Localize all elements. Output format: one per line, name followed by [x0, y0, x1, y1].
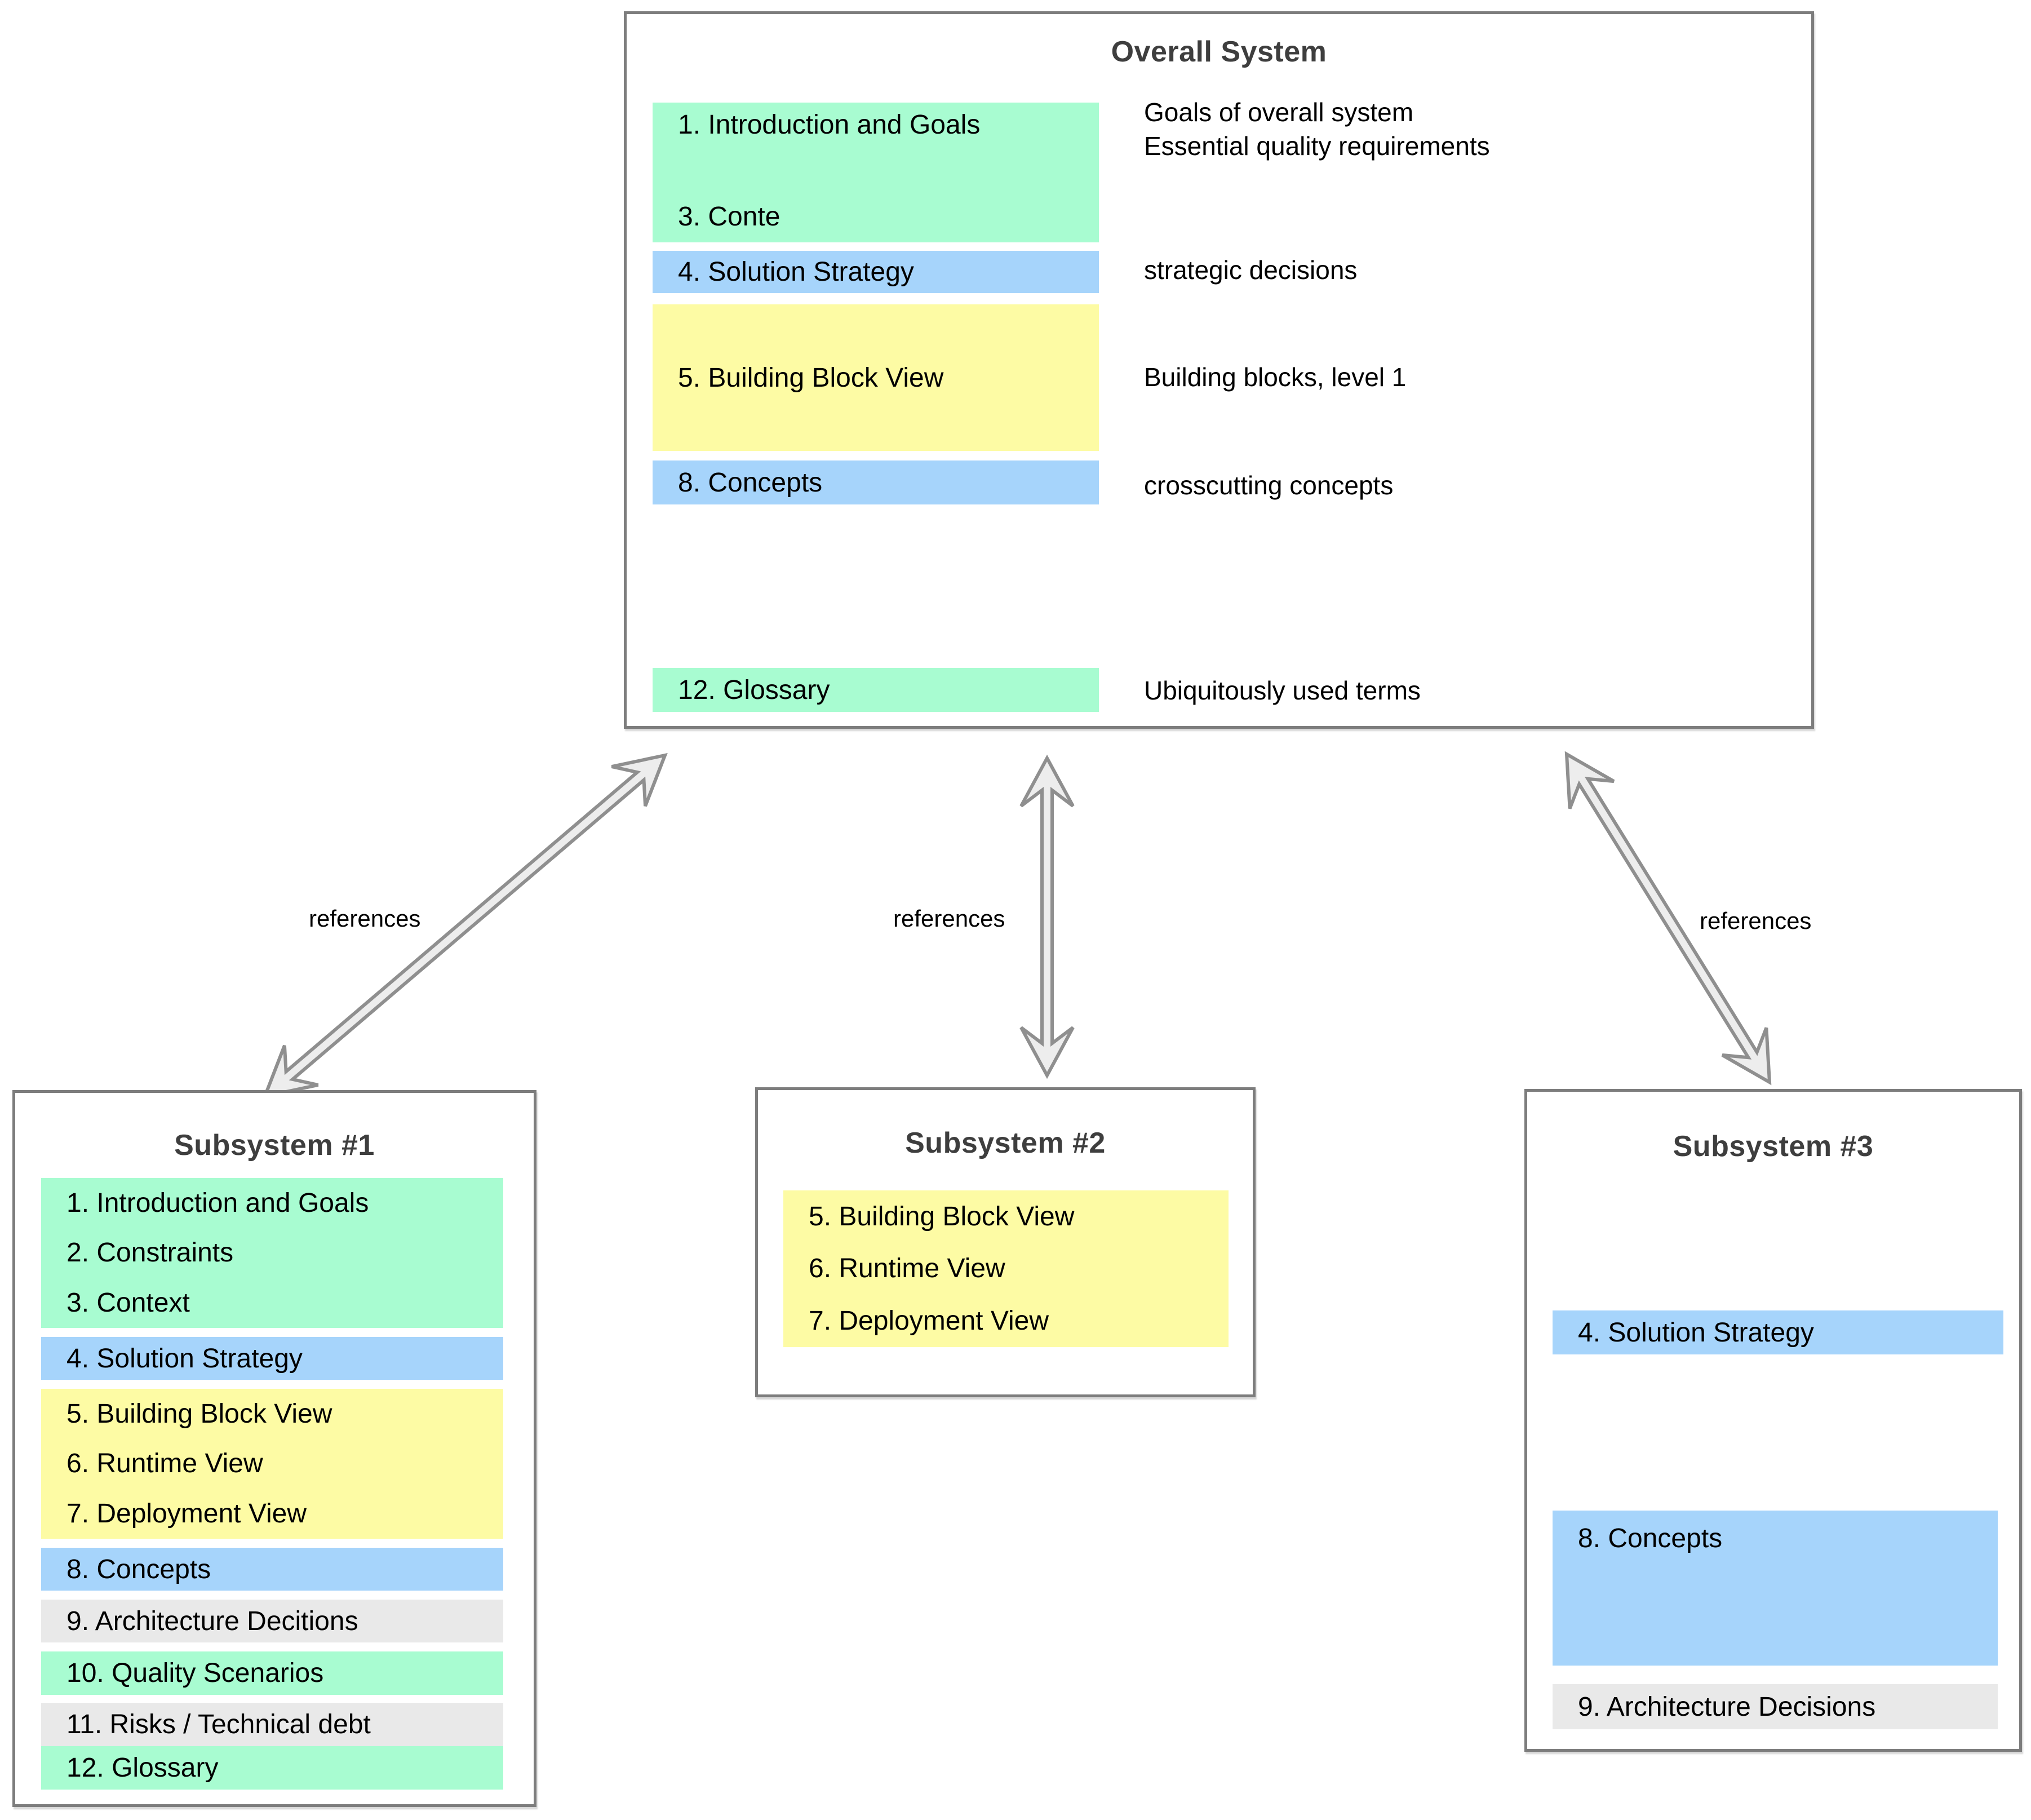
annotation-ubiquitous-terms: Ubiquitously used terms — [1144, 676, 1421, 705]
annotation-goals: Goals of overall system — [1144, 98, 1414, 127]
annotation-crosscutting: crosscutting concepts — [1144, 471, 1394, 500]
section-label: 10. Quality Scenarios — [66, 1658, 324, 1688]
subsystem1-section-solution-strategy: 4. Solution Strategy — [41, 1337, 503, 1380]
section-label: 9. Architecture Decitions — [66, 1606, 358, 1636]
subsystem1-section-quality-scenarios: 10. Quality Scenarios — [41, 1651, 503, 1695]
subsystem1-section-risks: 11. Risks / Technical debt — [41, 1703, 503, 1746]
overall-section-building-block-view: 5. Building Block View — [653, 304, 1099, 451]
section-label: 4. Solution Strategy — [678, 257, 914, 287]
references-label-middle: references — [893, 905, 1005, 932]
section-label: 12. Glossary — [66, 1753, 219, 1783]
section-label: 12. Glossary — [678, 675, 830, 705]
section-label: 11. Risks / Technical debt — [66, 1710, 371, 1739]
references-label-left: references — [309, 905, 421, 932]
overall-section-concepts: 8. Concepts — [653, 460, 1099, 504]
overall-section-glossary: 12. Glossary — [653, 668, 1099, 712]
subsystem3-section-solution-strategy: 4. Solution Strategy — [1553, 1310, 2003, 1354]
subsystem3-section-architecture-decisions: 9. Architecture Decisions — [1553, 1684, 1998, 1729]
section-label: 3. Conte — [678, 202, 781, 232]
section-label: 8. Concepts — [66, 1554, 211, 1584]
section-label: 4. Solution Strategy — [66, 1343, 303, 1374]
section-label: 6. Runtime View — [66, 1449, 263, 1479]
subsystem2-title: Subsystem #2 — [905, 1127, 1106, 1159]
references-arrow-right — [1564, 751, 1772, 1086]
section-label: 6. Runtime View — [809, 1254, 1005, 1284]
subsystem1-section-intro-constraints-context: 1. Introduction and Goals 2. Constraints… — [41, 1178, 503, 1328]
subsystem1-title: Subsystem #1 — [174, 1129, 375, 1162]
section-label: 3. Context — [66, 1288, 190, 1318]
section-label: 2. Constraints — [66, 1238, 234, 1268]
section-label: 4. Solution Strategy — [1578, 1317, 1814, 1348]
annotation-quality-requirements: Essential quality requirements — [1144, 131, 1490, 161]
subsystem1-section-views: 5. Building Block View 6. Runtime View 7… — [41, 1389, 503, 1539]
overall-section-introduction-context: 1. Introduction and Goals 3. Conte — [653, 103, 1099, 242]
section-label: 5. Building Block View — [809, 1201, 1075, 1232]
section-label: 7. Deployment View — [809, 1306, 1049, 1336]
annotation-strategic-decisions: strategic decisions — [1144, 255, 1358, 285]
section-label: 1. Introduction and Goals — [66, 1188, 369, 1218]
overall-section-solution-strategy: 4. Solution Strategy — [653, 251, 1099, 293]
section-label: 7. Deployment View — [66, 1499, 307, 1529]
subsystem2-section-views: 5. Building Block View 6. Runtime View 7… — [783, 1190, 1229, 1347]
section-label: 1. Introduction and Goals — [678, 110, 981, 140]
references-label-right: references — [1700, 907, 1812, 934]
subsystem1-section-glossary: 12. Glossary — [41, 1746, 503, 1790]
overall-system-title: Overall System — [1111, 36, 1327, 68]
references-arrow-middle — [1019, 754, 1075, 1079]
section-label: 9. Architecture Decisions — [1578, 1691, 1876, 1722]
section-label: 8. Concepts — [1578, 1524, 1723, 1553]
section-label: 5. Building Block View — [678, 362, 944, 393]
section-label: 8. Concepts — [678, 467, 823, 498]
section-label: 5. Building Block View — [66, 1398, 332, 1429]
subsystem3-section-concepts: 8. Concepts — [1553, 1511, 1998, 1666]
subsystem1-section-concepts: 8. Concepts — [41, 1548, 503, 1591]
subsystem1-section-architecture-decisions: 9. Architecture Decitions — [41, 1600, 503, 1642]
subsystem3-title: Subsystem #3 — [1673, 1130, 1874, 1163]
annotation-building-blocks: Building blocks, level 1 — [1144, 362, 1407, 392]
